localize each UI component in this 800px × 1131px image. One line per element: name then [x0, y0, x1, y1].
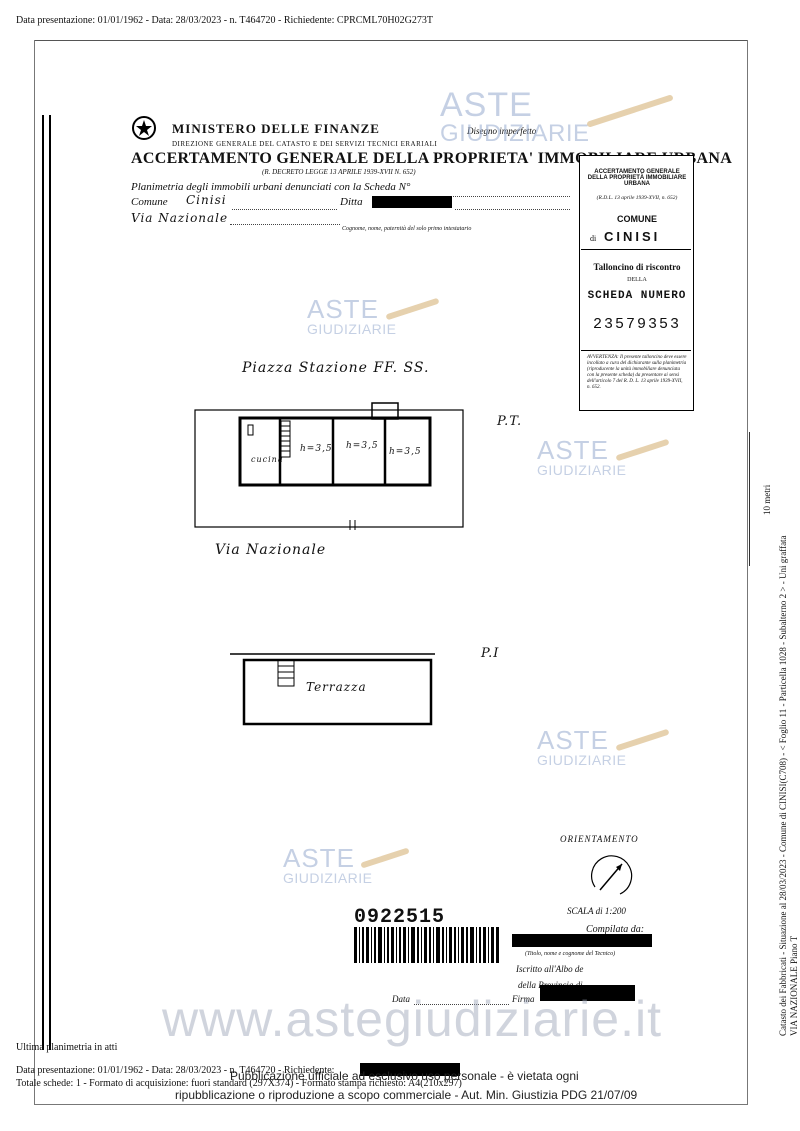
watermark-aste: ASTE — [537, 435, 609, 465]
barcode-number: 0922515 — [354, 906, 446, 929]
ministry-title: MINISTERO DELLE FINANZE — [172, 121, 380, 136]
watermark-giudiziarie: GIUDIZIARIE — [307, 321, 397, 337]
watermark-aste: ASTE — [440, 86, 533, 124]
ground-floor-plan — [194, 402, 464, 530]
watermark-url: www.astegiudiziarie.it — [162, 991, 662, 1047]
north-arrow-icon — [591, 855, 633, 895]
watermark-lower-right: ASTE GIUDIZIARIE — [537, 727, 627, 767]
signature-label: Firma — [512, 994, 535, 1004]
counterfoil-della: DELLA — [627, 277, 647, 283]
watermark-giudiziarie: GIUDIZIARIE — [440, 120, 590, 147]
watermark-giudiziarie: GIUDIZIARIE — [283, 870, 373, 886]
footer-format-line: Totale schede: 1 - Formato di acquisizio… — [16, 1078, 462, 1089]
counterfoil-comune-label: COMUNE — [617, 214, 657, 224]
watermark-mid-right: ASTE GIUDIZIARIE — [537, 437, 627, 477]
watermark-aste: ASTE — [283, 843, 355, 873]
counterfoil-number: 23579353 — [592, 316, 681, 333]
publication-notice-1: Pubblicazione ufficiale ad esclusivo uso… — [230, 1069, 579, 1083]
watermark-aste: ASTE — [307, 294, 379, 324]
registered-label: Iscritto all'Albo de — [516, 964, 584, 974]
watermark-gavel-icon — [586, 94, 674, 128]
last-plan-label: Ultima planimetria in atti — [16, 1042, 118, 1053]
room-height-1: h=3,5 — [300, 444, 333, 454]
cadastral-reference: Catasto dei Fabbricati - Situazione al 2… — [778, 535, 800, 1036]
republic-emblem-icon — [132, 116, 156, 140]
counterfoil-decree: (R.D.L. 13 aprile 1939-XVII, n. 652) — [596, 195, 678, 201]
ditta-dotted-line — [455, 208, 570, 210]
comune-dotted-line — [232, 208, 337, 210]
floor-label-first: P.I — [481, 646, 500, 661]
ditta-footnote: Cognome, nome, paternità del solo primo … — [342, 226, 472, 232]
counterfoil-comune-value: CINISI — [604, 229, 661, 244]
counterfoil-riscontro: Talloncino di riscontro — [593, 262, 681, 272]
counterfoil-warning: AVVERTENZA: Il presente talloncino deve … — [587, 355, 687, 390]
cadastral-reference-line2: VIA NAZIONALE Piano T — [789, 935, 799, 1036]
first-floor-plan — [230, 653, 435, 726]
scale-label: SCALA di 1:200 — [567, 906, 626, 916]
date-label: Data — [392, 994, 410, 1004]
planimetria-label: Planimetria degli immobili urbani denunc… — [131, 181, 411, 193]
frame-left-border — [34, 40, 35, 1105]
counterfoil-box — [579, 155, 694, 411]
footer-presentation-line: Data presentazione: 01/01/1962 - Data: 2… — [16, 1065, 335, 1076]
street-label-bottom: Via Nazionale — [215, 542, 327, 558]
compiler-redaction — [512, 934, 652, 947]
counterfoil-di: di — [590, 234, 597, 243]
compiled-by-label: Compilata da: — [586, 924, 645, 935]
comune-value: Cinisi — [186, 193, 227, 207]
comune-label: Comune — [131, 196, 168, 208]
signature-redaction — [540, 985, 635, 1001]
direction-subtitle: DIREZIONE GENERALE DEL CATASTO E DEI SER… — [172, 140, 438, 148]
counterfoil-heading: ACCERTAMENTO GENERALE DELLA PROPRIETÀ IM… — [587, 169, 687, 187]
street-label-top: Piazza Stazione FF. SS. — [242, 360, 430, 376]
publication-notice-2: ripubblicazione o riproduzione a scopo c… — [175, 1088, 638, 1102]
via-dotted-line — [230, 223, 340, 225]
via-value: Via Nazionale — [131, 211, 229, 225]
barcode-icon — [354, 927, 499, 963]
room-kitchen-label: cucina — [251, 455, 284, 464]
watermark-giudiziarie: GIUDIZIARIE — [537, 752, 627, 768]
room-height-3: h=3,5 — [389, 447, 422, 457]
ditta-label: Ditta — [340, 196, 363, 208]
requester-redaction — [360, 1063, 460, 1076]
scale-bar — [749, 432, 750, 566]
watermark-lower-left: ASTE GIUDIZIARIE — [283, 845, 373, 885]
counterfoil-divider-2 — [581, 350, 691, 351]
cadastral-reference-line1: Catasto dei Fabbricati - Situazione al 2… — [778, 535, 788, 1036]
watermark-giudiziarie: GIUDIZIARIE — [537, 462, 627, 478]
room-height-2: h=3,5 — [346, 441, 379, 451]
counterfoil-divider — [581, 249, 691, 250]
frame-top-border — [34, 40, 747, 41]
scale-bar-label: 10 metri — [762, 484, 772, 515]
document-header-line: Data presentazione: 01/01/1962 - Data: 2… — [16, 15, 433, 26]
scheda-dotted-line — [400, 195, 570, 197]
orientation-label: ORIENTAMENTO — [560, 834, 639, 844]
watermark-mid-left: ASTE GIUDIZIARIE — [307, 296, 397, 336]
watermark-aste: ASTE — [537, 725, 609, 755]
date-dotted-line — [414, 1003, 509, 1005]
watermark-top: ASTE GIUDIZIARIE — [440, 88, 590, 146]
binding-strip-left — [42, 115, 44, 1050]
ditta-redaction — [372, 196, 452, 208]
drawing-note: Disegno imperfetto — [467, 126, 537, 136]
terrace-label: Terrazza — [306, 680, 367, 694]
counterfoil-scheda: SCHEDA NUMERO — [587, 290, 687, 302]
technician-note: (Titolo, nome e cognome del Tecnico) — [525, 951, 616, 957]
frame-right-border — [747, 40, 748, 1105]
binding-strip-right — [49, 115, 51, 1050]
frame-bottom-border — [34, 1104, 747, 1105]
floor-label-ground: P.T. — [497, 414, 523, 429]
decree-reference: (R. DECRETO LEGGE 13 APRILE 1939-XVII N.… — [262, 168, 416, 176]
